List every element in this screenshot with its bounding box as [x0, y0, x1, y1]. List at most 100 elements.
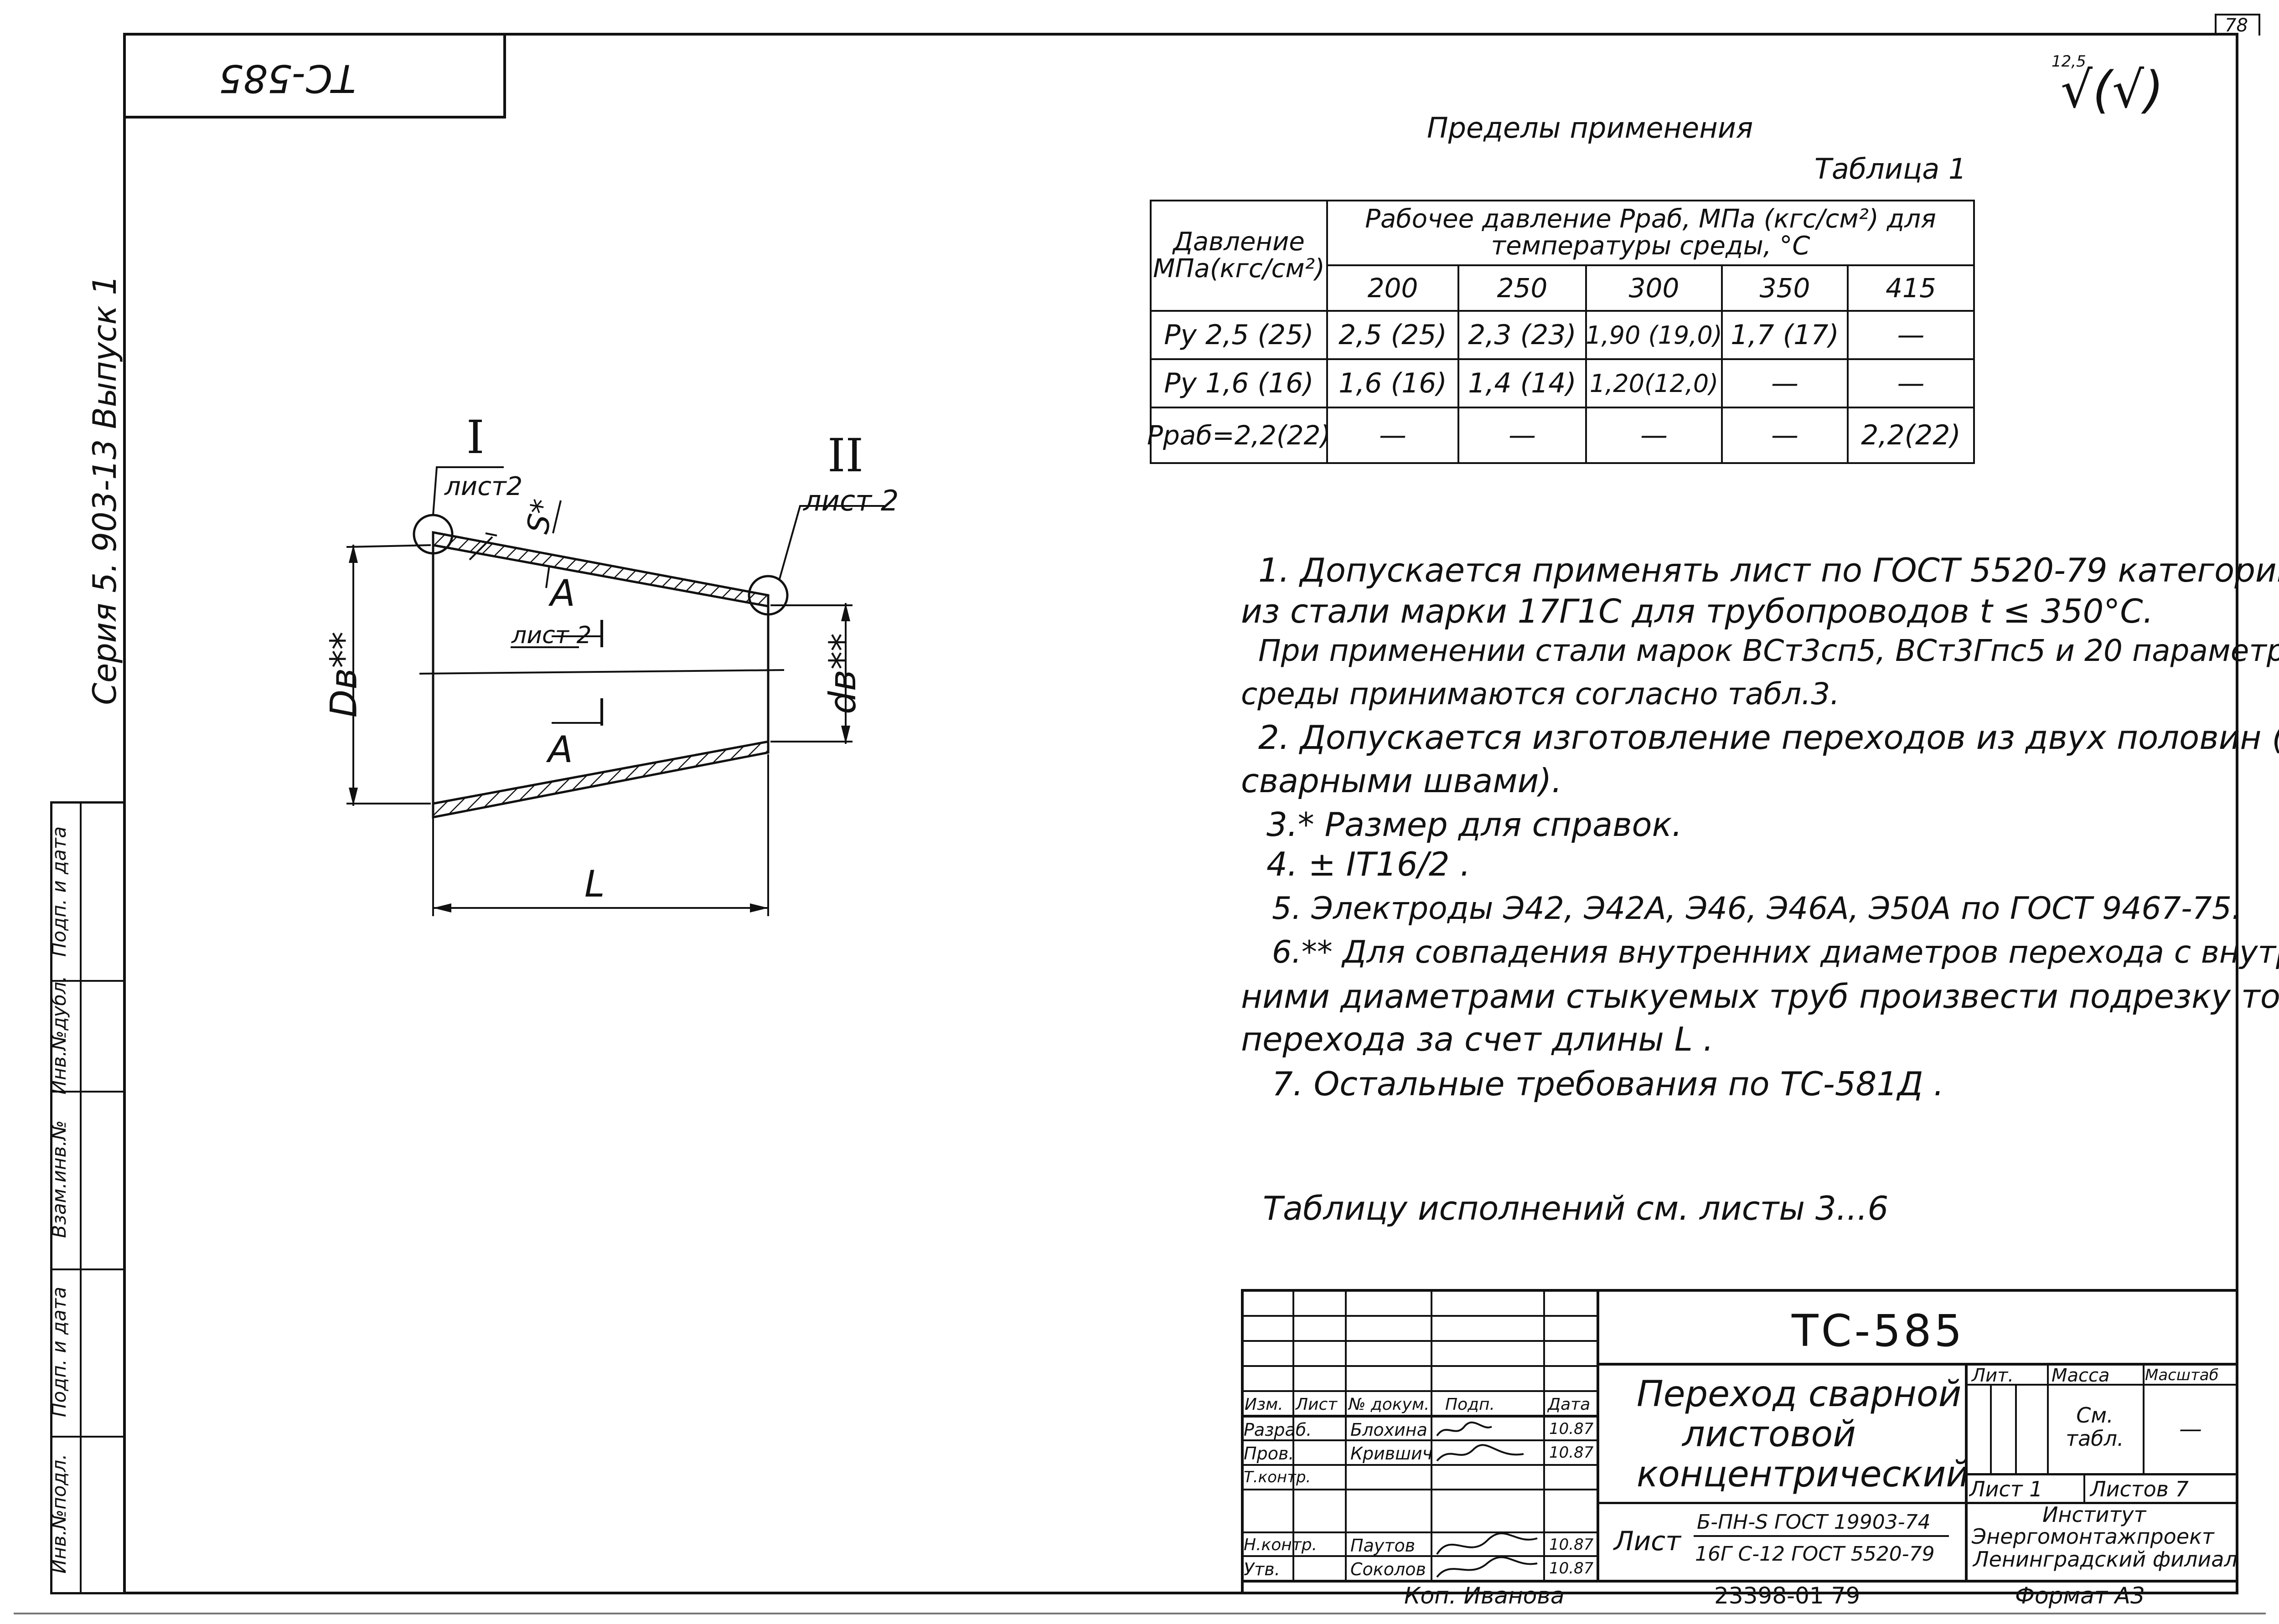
tb-vline [1292, 1289, 1294, 1581]
tb-hline [1597, 1502, 2238, 1504]
tb-col-sign: Подп. [1445, 1395, 1495, 1414]
tb-col-list: Лист [1296, 1395, 1338, 1414]
tb-name-razrab: Блохина [1350, 1420, 1427, 1440]
section-a-top-label: А [550, 572, 575, 614]
table1-row3-c4: — [1721, 407, 1849, 464]
tb-role-prov: Пров. [1244, 1444, 1294, 1464]
table1-row1-c5: — [1847, 310, 1975, 360]
tb-scale-label: Масштаб [2145, 1366, 2219, 1384]
tb-scale-value: — [2179, 1416, 2202, 1442]
tb-hline [1241, 1439, 1597, 1441]
tb-hline [1241, 1390, 1597, 1392]
side-stamp-strip [50, 801, 126, 1594]
table1-row1-c4: 1,7 (17) [1721, 310, 1849, 360]
tb-hline [1241, 1365, 1597, 1367]
table1-row1-c2: 2,3 (23) [1457, 310, 1587, 360]
tb-vline [1965, 1363, 1968, 1580]
table1-temp-350: 350 [1721, 264, 1849, 312]
tb-role-tkontr: Т.контр. [1244, 1468, 1311, 1486]
side-stamp-inv-podl: Инв.№подл. [48, 1454, 70, 1574]
table1-row2-label: Ру 1,6 (16) [1150, 358, 1328, 408]
side-stamp-row-line [50, 1091, 126, 1093]
note-line: ними диаметрами стыкуемых труб произвест… [1241, 977, 2279, 1016]
side-stamp-podp-1: Подп. и дата [48, 1286, 70, 1418]
tb-doc-number: 23398-01 79 [1714, 1583, 1860, 1609]
tb-org-line3: Ленинградский филиал [1973, 1547, 2238, 1572]
tb-hline [1241, 1340, 1597, 1342]
tb-org-line1: Институт [2042, 1502, 2146, 1527]
roughness-symbol: √(√) [2061, 61, 2164, 119]
table1-row3-c3: — [1585, 407, 1723, 464]
tb-lit-label: Лит. [1972, 1365, 2014, 1386]
l-arrow-left [433, 903, 451, 913]
dv-ext-top [346, 544, 431, 548]
tb-hline [1241, 1531, 1597, 1533]
callout-2-leader [779, 505, 884, 579]
callout-1-ref: лист2 [444, 472, 523, 501]
table1-temp-300: 300 [1585, 264, 1723, 312]
tb-material-line2: 16Г С-12 ГОСТ 5520-79 [1695, 1542, 1935, 1566]
tb-date-prov: 10.87 [1549, 1444, 1594, 1462]
side-stamp-vzam: Взам.инв.№ [48, 1120, 70, 1238]
table1-group-header-text: Рабочее давление Рраб, МПа (кгс/см²) для… [1365, 204, 1936, 261]
table1-row3-label: Рраб=2,2(22) [1147, 407, 1331, 464]
tb-material-line1: Б-ПН-S ГОСТ 19903-74 [1697, 1511, 1931, 1534]
frame-right [2236, 33, 2238, 1594]
tb-name-prov: Крившич [1350, 1444, 1433, 1464]
tb-hline [1241, 1489, 1597, 1490]
tb-designation: ТС-585 [1792, 1305, 1965, 1356]
tb-vline [1345, 1289, 1347, 1581]
side-stamp-row-line [50, 1436, 126, 1438]
tb-date-nkontr: 10.87 [1549, 1536, 1594, 1554]
table1-col0-header: Давление МПа(кгс/см²) [1150, 200, 1328, 312]
tb-org-line2: Энергомонтажпроект [1972, 1524, 2214, 1549]
tb-hline [1241, 1315, 1597, 1317]
l-label: L [584, 863, 605, 905]
table1-group-header: Рабочее давление Рраб, МПа (кгс/см²) для… [1326, 200, 1975, 266]
title-block-border [1241, 1289, 2238, 1594]
table1-row2-c1: 1,6 (16) [1326, 358, 1459, 408]
top-stamp-box [123, 33, 506, 119]
table1-col0-header-text: Давление МПа(кгс/см²) [1153, 227, 1325, 284]
detail-circle-2 [748, 575, 789, 616]
note-line: 2. Допускается изготовление переходов из… [1258, 718, 2279, 757]
tb-mass-value: См. табл. [2066, 1403, 2124, 1451]
tb-vline [2015, 1384, 2017, 1473]
tb-sheet-label: Лист 1 [1969, 1477, 2043, 1501]
dvs-arrow-top [841, 603, 850, 621]
table1-row3-c5: 2,2(22) [1847, 407, 1975, 464]
note-line: из стали марки 17Г1С для трубопроводов t… [1241, 592, 2154, 630]
note-line: 3.* Размер для справок. [1266, 805, 1682, 844]
signatures [1436, 1421, 1538, 1578]
note-line: 1. Допускается применять лист по ГОСТ 55… [1258, 551, 2279, 589]
dv-arrow-bottom [349, 788, 358, 806]
table1-row2-c5: — [1847, 358, 1975, 408]
callout-2-ref: лист 2 [803, 484, 899, 517]
tb-format: Формат А3 [2015, 1583, 2145, 1609]
tb-name-line1: Переход сварной [1637, 1374, 1962, 1415]
sheet-number: 78 [2225, 15, 2248, 36]
tb-role-razrab: Разраб. [1244, 1420, 1312, 1440]
table1-row3-c2: — [1457, 407, 1587, 464]
trim-line [14, 1613, 2266, 1614]
tb-role-utv: Утв. [1244, 1559, 1280, 1579]
tb-hline [1597, 1363, 2238, 1366]
l-arrow-right [750, 903, 768, 913]
table1-row1-c1: 2,5 (25) [1326, 310, 1459, 360]
callout-2-roman: II [827, 429, 864, 482]
tb-hline [1965, 1384, 2238, 1386]
sheet-number-box [2215, 14, 2260, 36]
note-line: При применении стали марок ВСт3сп5, ВСт3… [1258, 633, 2279, 668]
tb-vline [1990, 1384, 1992, 1473]
upper-wall [432, 531, 770, 608]
frame-top [123, 33, 2238, 36]
table-ref-note: Таблицу исполнений см. листы 3...6 [1263, 1189, 1889, 1227]
table1-row2-c2: 1,4 (14) [1457, 358, 1587, 408]
tb-vline [1597, 1289, 1599, 1581]
tb-name-line2: листовой [1682, 1414, 1856, 1455]
callout-1-roman: I [466, 411, 485, 464]
side-stamp-divider [80, 801, 82, 1594]
tb-name-nkontr: Паутов [1350, 1536, 1416, 1556]
note-line: 6.** Для совпадения внутренних диаметров… [1272, 934, 2279, 970]
